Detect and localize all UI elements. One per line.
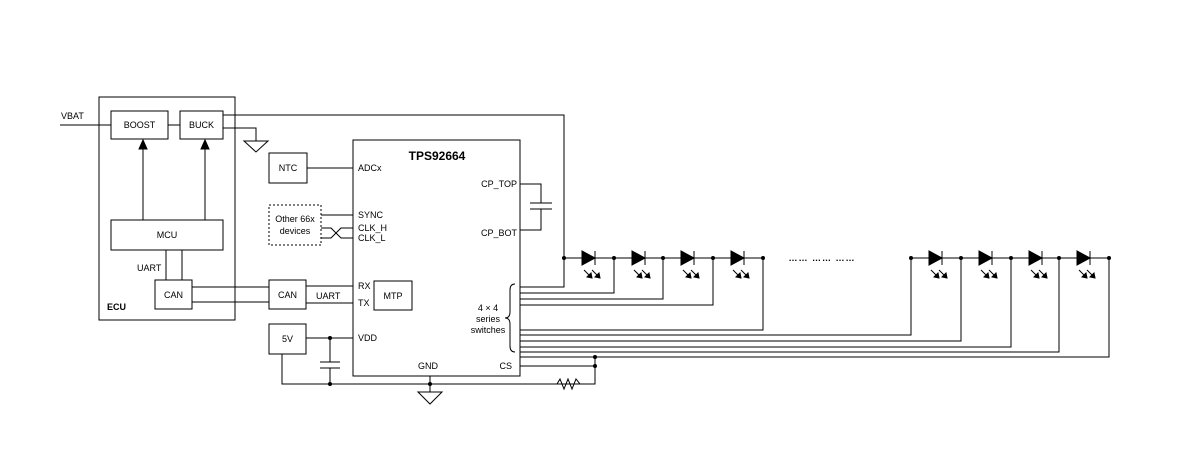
- junction-dot: [593, 364, 597, 368]
- junction-dot: [328, 382, 332, 386]
- led-icon: [680, 250, 700, 279]
- arrow-head-icon: [932, 271, 940, 279]
- pin-cp-top: CP_TOP: [481, 179, 517, 189]
- arrow-head-icon: [635, 271, 643, 279]
- vbat-label: VBAT: [61, 111, 84, 121]
- led-triangle: [581, 250, 597, 266]
- pin-cp-bot: CP_BOT: [481, 228, 518, 238]
- switch-wire: [520, 258, 1060, 353]
- mtp-block: [373, 280, 413, 311]
- switch-wire: [520, 258, 1110, 358]
- pin-gnd: GND: [418, 361, 439, 371]
- pin-sync: SYNC: [358, 210, 384, 220]
- switch-wire: [520, 258, 1012, 348]
- arrow-head-icon: [742, 271, 750, 279]
- arrow-head-icon: [643, 271, 651, 279]
- arrow-up-icon: [200, 138, 210, 150]
- led-icon: [1076, 250, 1096, 279]
- led-icon: [1028, 250, 1048, 279]
- boost-label: BOOST: [124, 120, 156, 130]
- switches-label-1: 4 × 4: [478, 303, 498, 313]
- pin-clk-l: CLK_L: [358, 233, 386, 243]
- boost-block: [110, 110, 169, 140]
- cp-top-wire: [520, 183, 542, 203]
- led-icon: [631, 250, 651, 279]
- arrow-head-icon: [585, 271, 593, 279]
- switch-wire: [520, 258, 615, 294]
- ecu-uart-label: UART: [137, 263, 162, 273]
- switch-wire: [520, 258, 565, 288]
- mcu-block: [110, 219, 224, 251]
- arrow-head-icon: [990, 271, 998, 279]
- switch-wires: [520, 258, 1110, 358]
- pin-rx: RX: [358, 281, 371, 291]
- switches-label-3: switches: [471, 325, 506, 335]
- pin-tx: TX: [358, 298, 370, 308]
- led-triangle: [1076, 250, 1092, 266]
- supply-5v-block: [268, 323, 307, 355]
- mcu-label: MCU: [157, 230, 178, 240]
- cp-bot-wire: [520, 209, 542, 231]
- can-transceiver-label: CAN: [278, 290, 297, 300]
- switch-wire: [520, 258, 764, 331]
- ntc-block: [268, 152, 308, 184]
- led-icon: [978, 250, 998, 279]
- switches-label-2: series: [476, 314, 501, 324]
- led-icon: [581, 250, 601, 279]
- led-triangle: [730, 250, 746, 266]
- uart-link-label: UART: [316, 291, 341, 301]
- clk-l-wire: [321, 227, 353, 239]
- supply-5v-label: 5V: [282, 334, 293, 344]
- pin-cs: CS: [499, 361, 512, 371]
- arrow-head-icon: [692, 271, 700, 279]
- ecu-label: ECU: [107, 302, 126, 312]
- ground-icon: [242, 140, 270, 153]
- arrow-head-icon: [684, 271, 692, 279]
- ground-bus-wire: [281, 354, 596, 385]
- pin-vdd: VDD: [358, 333, 378, 343]
- other-devices-block: [268, 204, 322, 246]
- arrow-head-icon: [1080, 271, 1088, 279]
- pin-adcx: ADCx: [358, 163, 382, 173]
- tps92664-chip: [352, 139, 521, 377]
- resistor-icon: [520, 377, 595, 391]
- switches-brace: [504, 283, 516, 353]
- switch-wire: [520, 258, 962, 342]
- switch-wire: [520, 258, 714, 306]
- arrow-head-icon: [1040, 271, 1048, 279]
- led-triangle: [680, 250, 696, 266]
- other-devices-label-2: devices: [280, 226, 311, 236]
- buck-label: BUCK: [189, 120, 214, 130]
- pin-clk-h: CLK_H: [358, 223, 387, 233]
- chip-name: TPS92664: [409, 149, 466, 163]
- switch-wire: [520, 258, 912, 336]
- arrow-head-icon: [940, 271, 948, 279]
- ntc-label: NTC: [279, 163, 298, 173]
- mtp-label: MTP: [384, 291, 403, 301]
- arrow-head-icon: [734, 271, 742, 279]
- ecu-can-label: CAN: [164, 290, 183, 300]
- switch-wire: [520, 258, 664, 300]
- led-icon: [730, 250, 750, 279]
- led-triangle: [631, 250, 647, 266]
- ground-icon: [416, 391, 444, 405]
- buck-block: [179, 110, 224, 140]
- arrow-head-icon: [1032, 271, 1040, 279]
- can-transceiver-block: [268, 279, 307, 310]
- arrow-head-icon: [593, 271, 601, 279]
- led-triangle: [978, 250, 994, 266]
- led-triangle: [928, 250, 944, 266]
- led-triangle: [1028, 250, 1044, 266]
- arrow-head-icon: [982, 271, 990, 279]
- led-icon: [928, 250, 948, 279]
- arrow-up-icon: [138, 138, 148, 150]
- led-ellipsis: …… …… ……: [788, 253, 855, 263]
- ecu-can-block: [154, 279, 193, 310]
- other-devices-label-1: Other 66x: [275, 214, 315, 224]
- clk-h-wire: [321, 227, 353, 239]
- buck-ground-wire: [223, 127, 257, 141]
- led-supply-wire: [223, 114, 565, 258]
- arrow-head-icon: [1088, 271, 1096, 279]
